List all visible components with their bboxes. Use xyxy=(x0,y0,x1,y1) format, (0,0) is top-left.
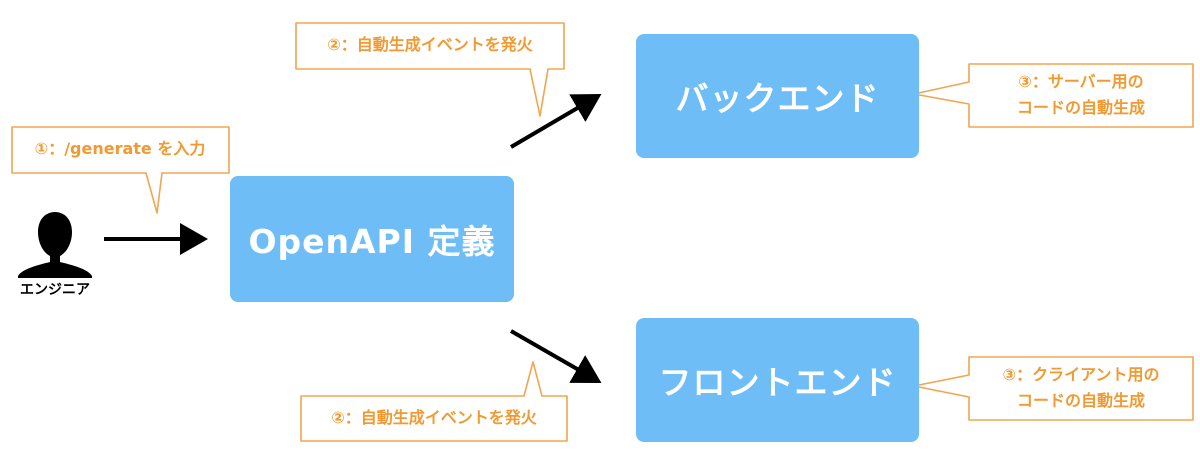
callout-server-text: ③：サーバー用の コードの自動生成 xyxy=(968,63,1194,127)
callout-server-line1: ③：サーバー用の xyxy=(1018,72,1144,91)
openapi-definition-box: OpenAPI 定義 xyxy=(230,176,514,302)
frontend-label: フロントエンド xyxy=(658,363,897,402)
callout-server-line2: コードの自動生成 xyxy=(1016,98,1145,117)
callout-event-top-text: ②：自動生成イベントを発火 xyxy=(327,35,533,54)
callout-client-bubble xyxy=(913,356,1194,421)
arrow-openapi-to-backend xyxy=(509,93,602,149)
callout-event-bottom-bubble xyxy=(300,361,568,442)
frontend-box: フロントエンド xyxy=(636,318,919,442)
backend-label: バックエンド xyxy=(675,79,880,118)
callout-client-line2: コードの自動生成 xyxy=(1016,391,1145,410)
arrow-openapi-to-frontend xyxy=(510,329,602,383)
callout-event-bottom-text: ②：自動生成イベントを発火 xyxy=(331,408,537,427)
callout-event-top-bubble xyxy=(295,22,565,117)
callout-client-line1: ③：クライアント用の xyxy=(1002,365,1160,384)
callout-server-bubble xyxy=(913,63,1194,128)
engineer-person-icon xyxy=(18,212,92,278)
callout-client-text: ③：クライアント用の コードの自動生成 xyxy=(968,356,1194,420)
callout-generate-text: ①：/generate を入力 xyxy=(34,139,206,158)
openapi-definition-label: OpenAPI 定義 xyxy=(248,222,496,261)
engineer-label: エンジニア xyxy=(20,282,90,298)
callout-generate-bubble xyxy=(11,126,230,214)
backend-box: バックエンド xyxy=(636,34,919,158)
